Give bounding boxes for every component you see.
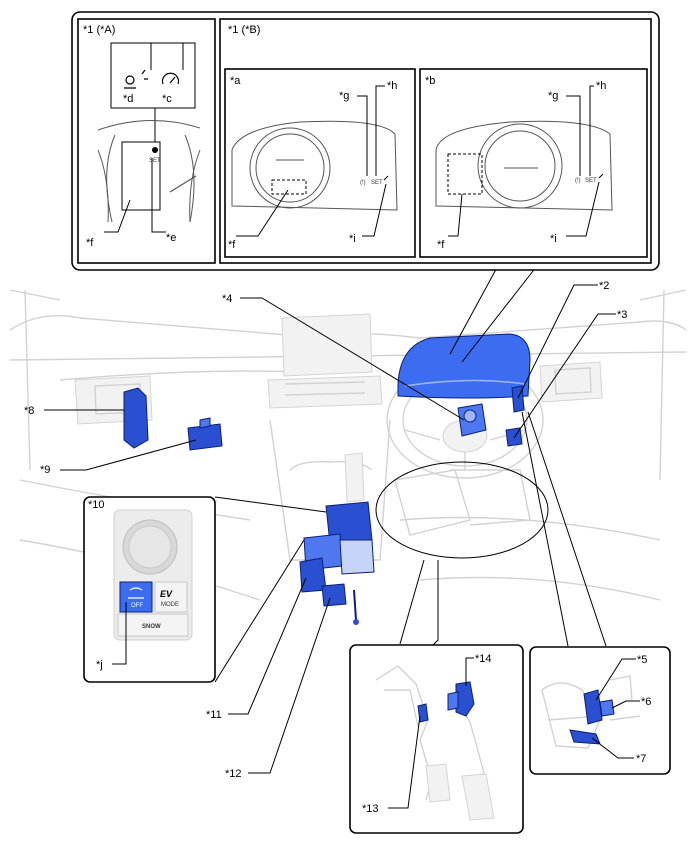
vsc-off-switch xyxy=(119,581,153,613)
label-h-b: *h xyxy=(596,80,606,92)
speed-limiter-icon xyxy=(161,72,180,85)
component-8 xyxy=(123,387,149,449)
panel-a xyxy=(224,68,416,258)
drive-mode-switch-panel: OFF EV MODE SNOW xyxy=(113,509,193,641)
panel-a-title: *a xyxy=(230,75,241,87)
inset-A xyxy=(77,18,216,264)
callout-12: *12 xyxy=(225,768,242,780)
label-i-a: *i xyxy=(349,233,356,245)
callout-j: *j xyxy=(96,659,103,671)
component-4 xyxy=(457,403,487,437)
callout-14: *14 xyxy=(475,653,492,665)
cluster-b-illustration: (!) SET xyxy=(435,120,613,211)
cluster-leader-left xyxy=(449,261,501,355)
callout-10: *10 xyxy=(88,499,105,511)
driver-attention-icon xyxy=(124,69,148,89)
inset-A-title: *1 (*A) xyxy=(83,24,115,36)
cluster-a-illustration: (!) SET xyxy=(231,120,398,211)
inset-B-title: *1 (*B) xyxy=(228,24,260,36)
label-f-a: *f xyxy=(228,239,236,251)
callout-7: *7 xyxy=(636,753,646,765)
pedal-area-ellipse xyxy=(375,461,549,559)
pedal-illustration xyxy=(375,665,495,821)
ev-label: EV xyxy=(160,589,173,599)
label-c: *c xyxy=(162,93,172,105)
set-mark-A: SET xyxy=(149,158,161,164)
cluster-leader-right xyxy=(461,261,541,363)
callout-4: *4 xyxy=(222,293,232,305)
callout-8: *8 xyxy=(24,405,34,417)
panel-b-title: *b xyxy=(425,75,435,87)
label-h-a: *h xyxy=(387,80,397,92)
snow-label: SNOW xyxy=(142,624,161,630)
callout-3: *3 xyxy=(617,309,627,321)
callout-9: *9 xyxy=(40,464,50,476)
callout-2: *2 xyxy=(599,280,609,292)
label-g-b: *g xyxy=(548,90,558,102)
svg-text:(!): (!) xyxy=(360,180,366,186)
component-9 xyxy=(187,417,223,451)
combination-meter-highlight xyxy=(397,333,531,399)
svg-text:(!): (!) xyxy=(575,178,581,184)
callout-13: *13 xyxy=(362,803,379,815)
mode-label: MODE xyxy=(161,602,179,608)
set-mark-b: SET xyxy=(585,178,597,184)
cluster-A-illustration: SET xyxy=(97,119,201,223)
component-10-11-12-assembly xyxy=(299,501,375,625)
label-g-a: *g xyxy=(339,90,349,102)
label-f-b: *f xyxy=(437,239,445,251)
callout-11: *11 xyxy=(206,709,222,721)
label-f-A: *f xyxy=(86,237,94,249)
label-e: *e xyxy=(166,232,176,244)
panel-b xyxy=(419,68,648,258)
component-3 xyxy=(505,427,523,447)
set-mark-a: SET xyxy=(371,180,383,186)
callout-6: *6 xyxy=(641,696,651,708)
label-i-b: *i xyxy=(550,233,557,245)
label-d: *d xyxy=(123,93,133,105)
callout-5: *5 xyxy=(637,654,647,666)
off-label: OFF xyxy=(131,603,143,609)
